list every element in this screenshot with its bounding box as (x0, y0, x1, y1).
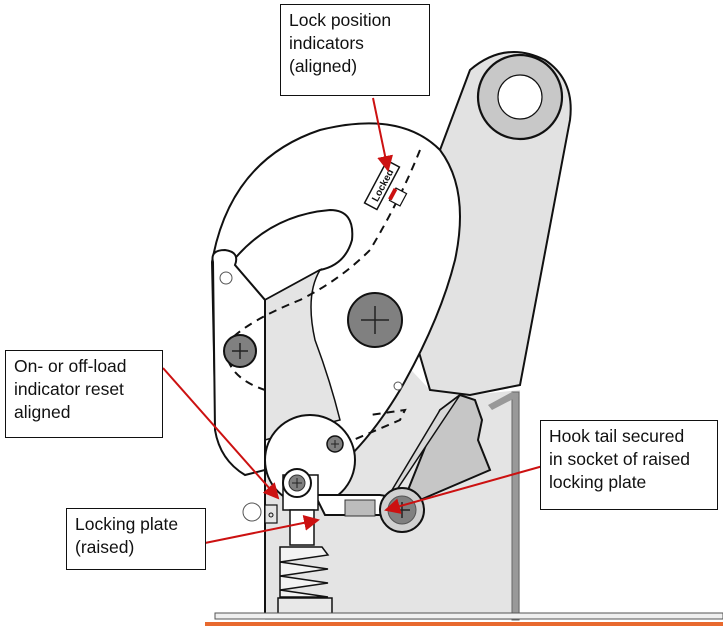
small-hole-1 (219, 271, 233, 285)
actuator-rod (289, 509, 315, 546)
hidden-edge-upper (229, 149, 421, 341)
callout-line: Lock position (289, 10, 392, 30)
small-hole-2 (393, 381, 403, 391)
right-post (511, 391, 520, 621)
base-orange-strip (205, 622, 723, 626)
reset-indicator (264, 504, 278, 524)
post-cap (488, 392, 519, 410)
callout-line: aligned (14, 402, 71, 422)
callout-line: locking plate (549, 472, 647, 492)
callout-line: in socket of raised (549, 449, 691, 469)
arrow-hook-tail (384, 465, 544, 514)
bellows-base (277, 597, 333, 615)
hook-throat (230, 208, 354, 302)
callout-line: Hook tail secured (549, 426, 685, 446)
lock-indicator-red (388, 187, 398, 201)
callout-on-off-load: On- or off-load indicator reset aligned (5, 350, 163, 438)
hook-gap-shade (264, 268, 341, 441)
arrow-on-off-load (162, 367, 280, 500)
callout-line: Locking plate (75, 514, 179, 534)
reset-indicator-dot (268, 512, 274, 518)
socket (344, 499, 376, 517)
callout-line: (raised) (75, 537, 135, 557)
base-plate (214, 612, 723, 620)
actuator-pivot (282, 468, 312, 498)
callout-line: indicator reset (14, 379, 124, 399)
small-bolt (326, 435, 344, 453)
eye-hole (497, 74, 543, 120)
callout-line: (aligned) (289, 56, 358, 76)
arrow-lock-position (372, 97, 393, 172)
arrow-locking-plate (204, 514, 320, 544)
callout-hook-tail: Hook tail secured in socket of raised lo… (540, 420, 718, 510)
callout-locking-plate: Locking plate (raised) (66, 508, 206, 570)
small-hole-3 (242, 502, 262, 522)
callout-line: indicators (289, 33, 364, 53)
callout-lock-position: Lock position indicators (aligned) (280, 4, 430, 96)
main-bolt (347, 292, 403, 348)
left-bolt (223, 334, 257, 368)
bellows (279, 546, 330, 598)
callout-line: On- or off-load (14, 356, 127, 376)
